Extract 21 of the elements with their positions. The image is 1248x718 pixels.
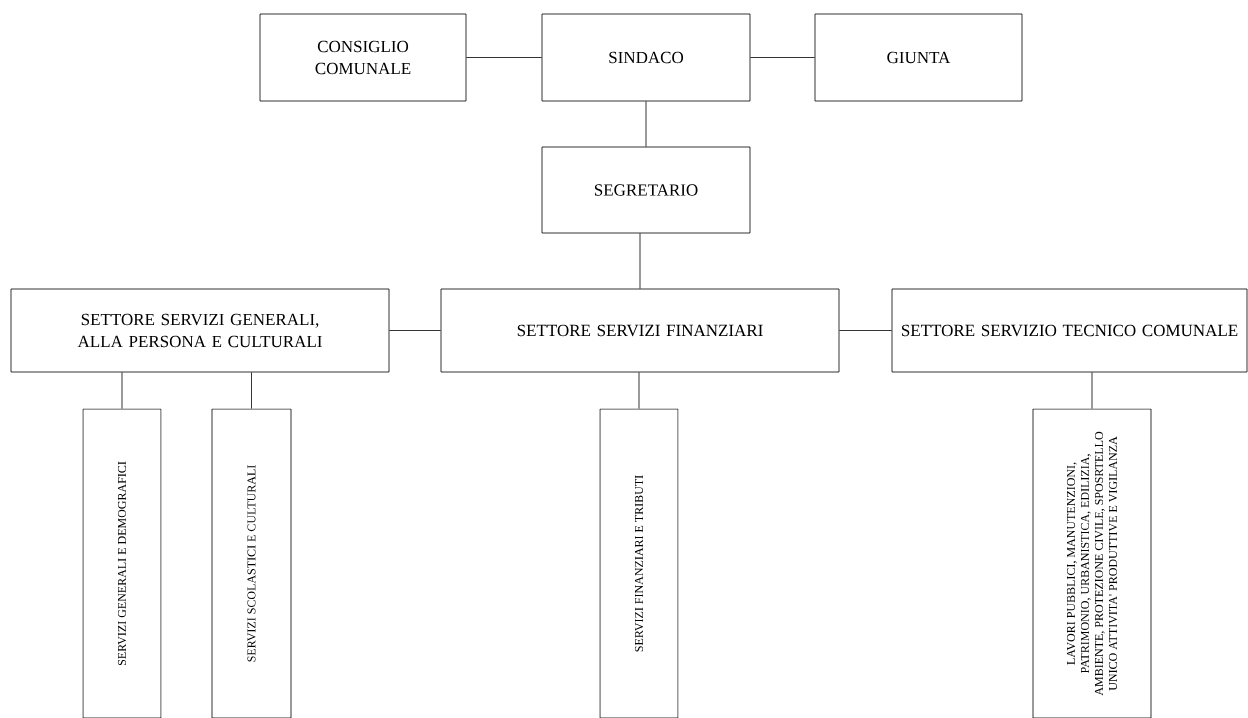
mayor-box: SINDACO <box>541 13 751 102</box>
sector-box: SETTORE SERVIZI GENERALI, ALLA PERSONA E CULTURALI <box>10 288 390 373</box>
connector-line <box>645 101 647 147</box>
service-box: SERVIZI SCOLASTICI E CULTURALI <box>211 408 292 718</box>
service-box: SERVIZI FINANZIARI E TRIBUTI <box>599 408 679 718</box>
council-box: CONSIGLIO COMUNALE <box>259 13 467 102</box>
council-box: GIUNTA <box>814 13 1023 102</box>
connector-line <box>638 372 640 409</box>
service-box: SERVIZI GENERALI E DEMOGRAFICI <box>82 408 162 718</box>
sector-box: SETTORE SERVIZI FINANZIARI <box>440 288 840 373</box>
connector-line <box>750 57 815 58</box>
connector-line <box>389 330 441 331</box>
connector-line <box>251 372 252 409</box>
service-box: LAVORI PUBBLICI, MANUTENZIONI, PATRIMONIO, URBANISTICA, EDILIZIA, AMBIENTE, PROTEZIONE CIVILE, SPOSRTELLO UNICO ATTIVITA' PRODUTTIVE E VIGILANZA <box>1032 408 1152 718</box>
secretary-box: SEGRETARIO <box>541 146 751 234</box>
sector-box: SETTORE SERVIZIO TECNICO COMUNALE <box>891 288 1248 373</box>
connector-line <box>639 233 641 289</box>
connector-line <box>121 372 123 409</box>
connector-line <box>1091 372 1093 409</box>
connector-line <box>466 57 542 58</box>
connector-line <box>839 330 892 331</box>
